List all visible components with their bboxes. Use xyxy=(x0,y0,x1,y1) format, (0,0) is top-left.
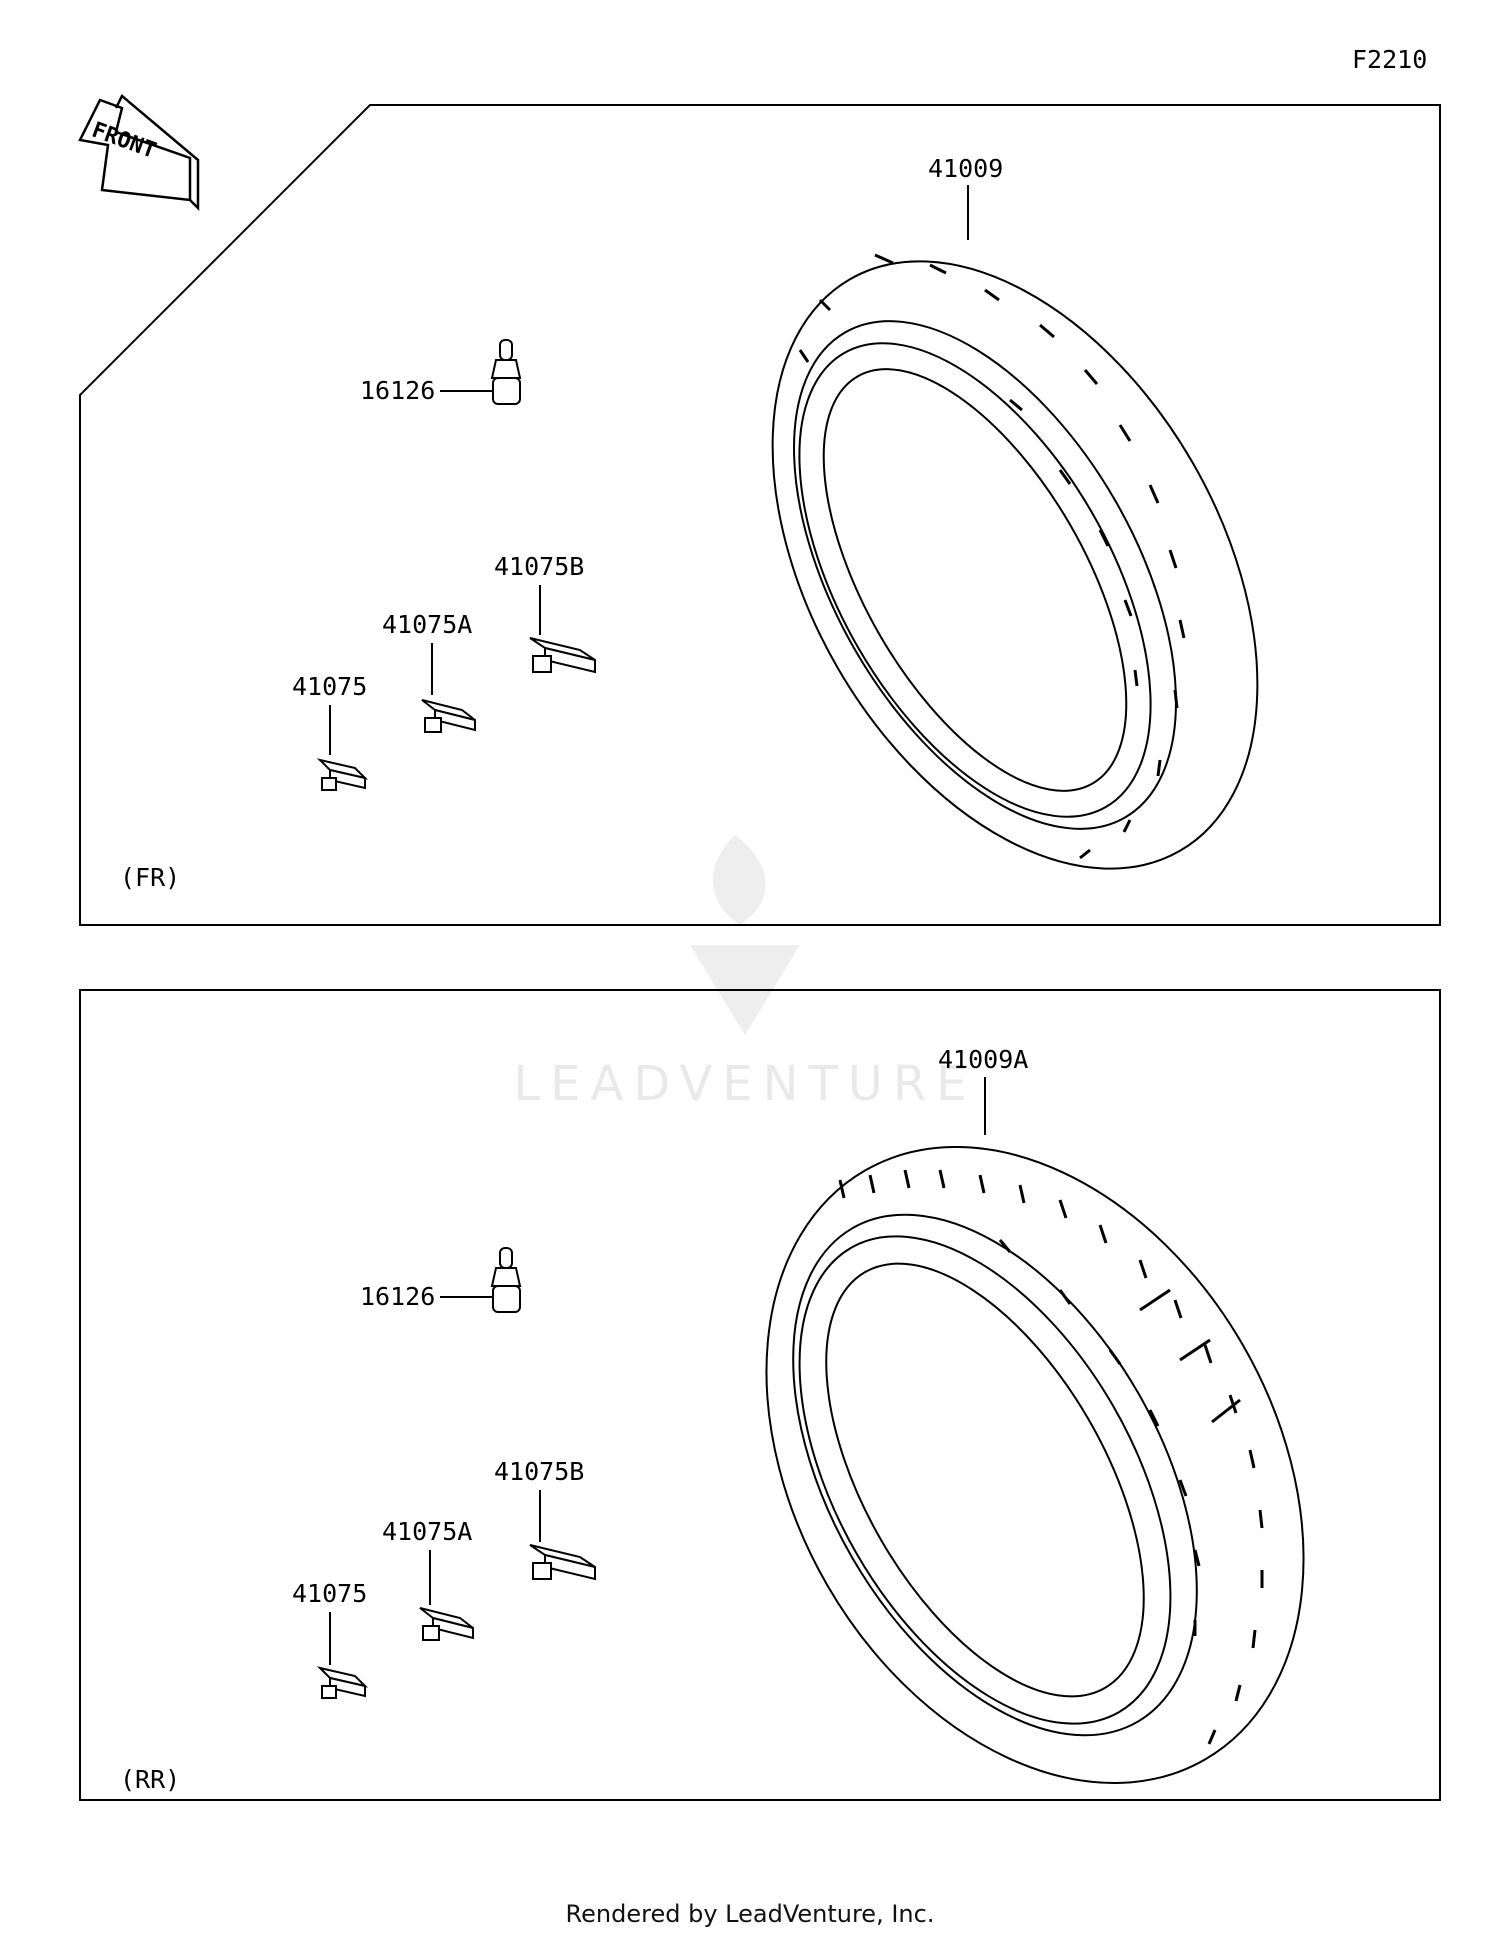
rear-tire-part-label: 41009A xyxy=(938,1045,1028,1074)
rear-weight-b-icon xyxy=(529,1544,596,1581)
rear-valve-part-label: 16126 xyxy=(360,1282,435,1311)
figure-code: F2210 xyxy=(1352,45,1427,74)
front-arrow-icon: FRONT xyxy=(78,94,200,212)
front-section-label: (FR) xyxy=(120,863,180,892)
rear-valve-icon xyxy=(490,1247,522,1313)
rear-tire-icon xyxy=(765,1146,1305,1784)
front-weight-b-icon xyxy=(529,637,596,674)
rear-section-label: (RR) xyxy=(120,1765,180,1794)
footer-credit: Rendered by LeadVenture, Inc. xyxy=(565,1900,935,1928)
front-weight-icon xyxy=(316,758,369,791)
front-panel-frame xyxy=(79,104,1441,926)
front-weight-part-label: 41075 xyxy=(292,672,367,701)
front-weight-b-part-label: 41075B xyxy=(494,552,584,581)
rear-weight-part-label: 41075 xyxy=(292,1579,367,1608)
rear-panel: (RR) 41009A 16126 xyxy=(79,989,1441,1801)
rear-weight-b-part-label: 41075B xyxy=(494,1457,584,1486)
front-valve-icon xyxy=(490,339,522,405)
front-weight-a-icon xyxy=(421,699,476,733)
front-valve-part-label: 16126 xyxy=(360,376,435,405)
front-tire-icon xyxy=(771,253,1259,870)
front-weight-a-part-label: 41075A xyxy=(382,610,472,639)
rear-weight-a-icon xyxy=(419,1607,474,1641)
front-panel: (FR) 41009 16126 xyxy=(79,104,1441,926)
watermark-text: LEADVENTURE xyxy=(513,1056,976,1112)
rear-weight-a-part-label: 41075A xyxy=(382,1517,472,1546)
leadventure-watermark: LEADVENTURE xyxy=(513,835,976,1112)
front-tire-part-label: 41009 xyxy=(928,154,1003,183)
rear-weight-icon xyxy=(316,1666,369,1699)
rear-panel-frame xyxy=(79,989,1441,1801)
